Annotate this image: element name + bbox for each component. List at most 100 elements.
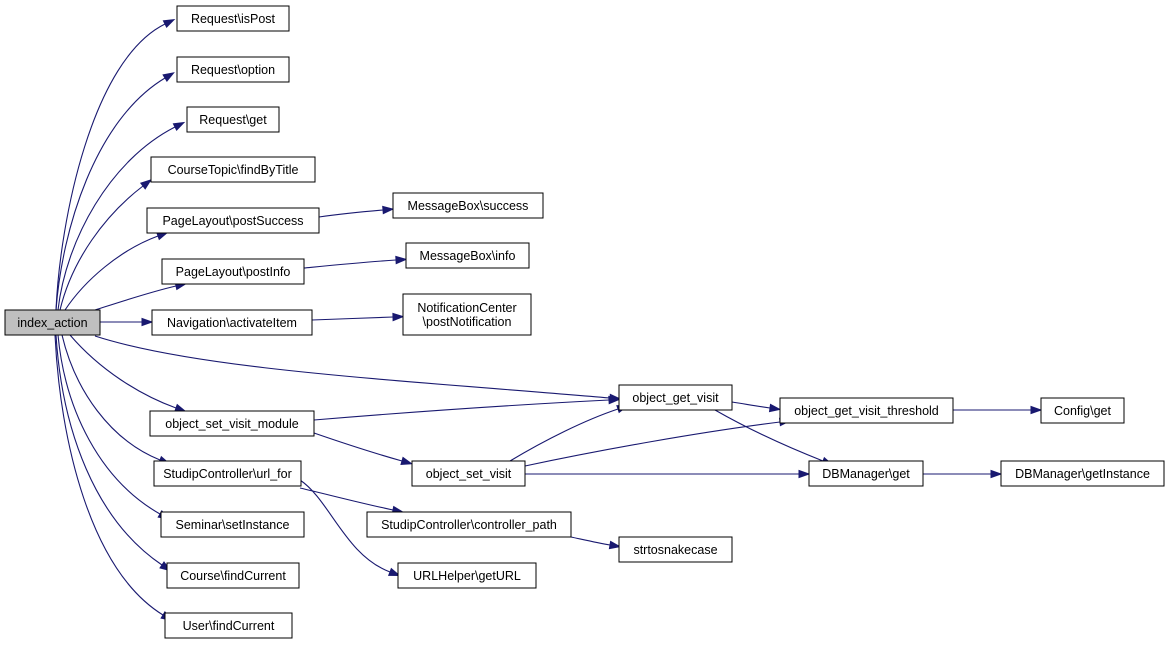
node-userfindcurrent[interactable]: User\findCurrent	[164, 612, 293, 639]
node-controller-path[interactable]: StudipController\controller_path	[366, 511, 572, 538]
arrow-head-icon	[608, 540, 622, 550]
node-label: Request\isPost	[191, 12, 276, 26]
node-mbsuccess[interactable]: MessageBox\success	[392, 192, 544, 219]
edge-index_action-to-get	[57, 121, 186, 311]
edge-index_action-to-option	[55, 72, 175, 311]
edge-index_action-to-object_set_visit_module	[69, 334, 187, 412]
node-configget[interactable]: Config\get	[1040, 397, 1125, 424]
node-label: strtosnakecase	[633, 543, 717, 557]
node-object-set-visit[interactable]: object_set_visit	[411, 460, 526, 487]
arrow-head-icon	[387, 567, 401, 577]
edge-line	[318, 209, 384, 218]
node-postnotification[interactable]: NotificationCenter\postNotification	[402, 293, 532, 336]
edge-object_get_visit_threshold-to-configGet	[953, 405, 1043, 415]
edge-object_set_visit_module-to-object_set_visit	[313, 432, 414, 466]
edge-line	[570, 536, 611, 546]
edge-line	[57, 126, 176, 311]
node-activateitem[interactable]: Navigation\activateItem	[151, 309, 313, 336]
edge-activateItem-to-postNotification	[311, 312, 405, 322]
edge-postSuccess-to-mbSuccess	[318, 205, 395, 218]
edge-index_action-to-url_for	[61, 334, 171, 465]
arrow-head-icon	[162, 72, 175, 82]
edge-line	[299, 479, 391, 573]
node-label: Request\get	[199, 113, 267, 127]
node-ispost[interactable]: Request\isPost	[176, 5, 290, 32]
edge-object_set_visit-to-dbGet	[525, 469, 811, 479]
node-box	[411, 460, 526, 487]
nodes-layer: index_action Request\isPostRequest\option…	[4, 5, 1165, 639]
node-box	[808, 460, 924, 487]
arrow-head-icon	[1030, 405, 1043, 415]
node-label: User\findCurrent	[183, 619, 275, 633]
node-box	[176, 56, 290, 83]
edge-url_for-to-getURL	[299, 479, 401, 577]
node-box	[149, 410, 315, 437]
arrow-head-icon	[990, 469, 1003, 479]
node-box	[397, 562, 537, 589]
node-option[interactable]: Request\option	[176, 56, 290, 83]
edge-line	[94, 285, 177, 311]
node-object-get-visit[interactable]: object_get_visit	[618, 384, 733, 411]
edge-line	[64, 235, 159, 311]
node-dbgetinstance[interactable]: DBManager\getInstance	[1000, 460, 1165, 487]
arrow-head-icon	[798, 469, 811, 479]
node-strtosnakecase[interactable]: strtosnakecase	[618, 536, 733, 563]
edge-postInfo-to-mbInfo	[303, 255, 408, 269]
node-object-set-visit-module[interactable]: object_set_visit_module	[149, 410, 315, 437]
node-label: MessageBox\success	[408, 199, 529, 213]
edge-line	[55, 23, 166, 311]
edge-index_action-to-activateItem	[100, 317, 154, 327]
node-geturl[interactable]: URLHelper\getURL	[397, 562, 537, 589]
edge-line	[55, 334, 163, 566]
edge-line	[303, 259, 397, 269]
node-box	[618, 536, 733, 563]
edge-index_action-to-postSuccess	[64, 231, 169, 311]
node-object-get-visit-threshold[interactable]: object_get_visit_threshold	[779, 397, 954, 424]
arrow-head-icon	[395, 255, 408, 265]
node-findbytitle[interactable]: CourseTopic\findByTitle	[150, 156, 316, 183]
node-box	[153, 460, 302, 487]
node-setinstance[interactable]: Seminar\setInstance	[160, 511, 305, 538]
arrow-head-icon	[141, 317, 154, 327]
node-box	[1000, 460, 1165, 487]
edge-url_for-to-controller_path	[299, 487, 405, 515]
node-get[interactable]: Request\get	[186, 106, 280, 133]
node-label: Navigation\activateItem	[167, 316, 297, 330]
edges-layer	[54, 18, 1043, 621]
node-url-for[interactable]: StudipController\url_for	[153, 460, 302, 487]
edge-dbGet-to-dbGetInstance	[923, 469, 1003, 479]
arrow-head-icon	[174, 403, 187, 412]
node-box	[164, 612, 293, 639]
node-box	[186, 106, 280, 133]
node-box	[151, 309, 313, 336]
node-mbinfo[interactable]: MessageBox\info	[405, 242, 530, 269]
node-label: StudipController\controller_path	[381, 518, 557, 532]
node-box	[366, 511, 572, 538]
node-box	[405, 242, 530, 269]
node-box	[618, 384, 733, 411]
node-label: StudipController\url_for	[163, 467, 292, 481]
node-label: object_get_visit	[632, 391, 719, 405]
edge-line	[55, 77, 166, 311]
node-index-action[interactable]: index_action	[4, 309, 101, 336]
edge-line	[313, 399, 610, 421]
node-label: index_action	[17, 316, 87, 330]
node-postinfo[interactable]: PageLayout\postInfo	[161, 258, 305, 285]
arrow-head-icon	[156, 231, 169, 241]
node-label: Config\get	[1054, 404, 1112, 418]
node-postsuccess[interactable]: PageLayout\postSuccess	[146, 207, 320, 234]
edge-line	[57, 334, 161, 515]
edge-object_set_visit-to-object_get_visit_threshold	[524, 417, 792, 467]
node-label: DBManager\getInstance	[1015, 467, 1150, 481]
node-label: object_get_visit_threshold	[794, 404, 939, 418]
edge-line	[59, 185, 144, 311]
node-dbget[interactable]: DBManager\get	[808, 460, 924, 487]
edge-line	[299, 487, 394, 511]
edge-line	[69, 334, 177, 409]
edge-line	[94, 335, 611, 399]
node-box	[166, 562, 300, 589]
node-label: DBManager\get	[822, 467, 910, 481]
node-box	[160, 511, 305, 538]
node-coursefindcurrent[interactable]: Course\findCurrent	[166, 562, 300, 589]
